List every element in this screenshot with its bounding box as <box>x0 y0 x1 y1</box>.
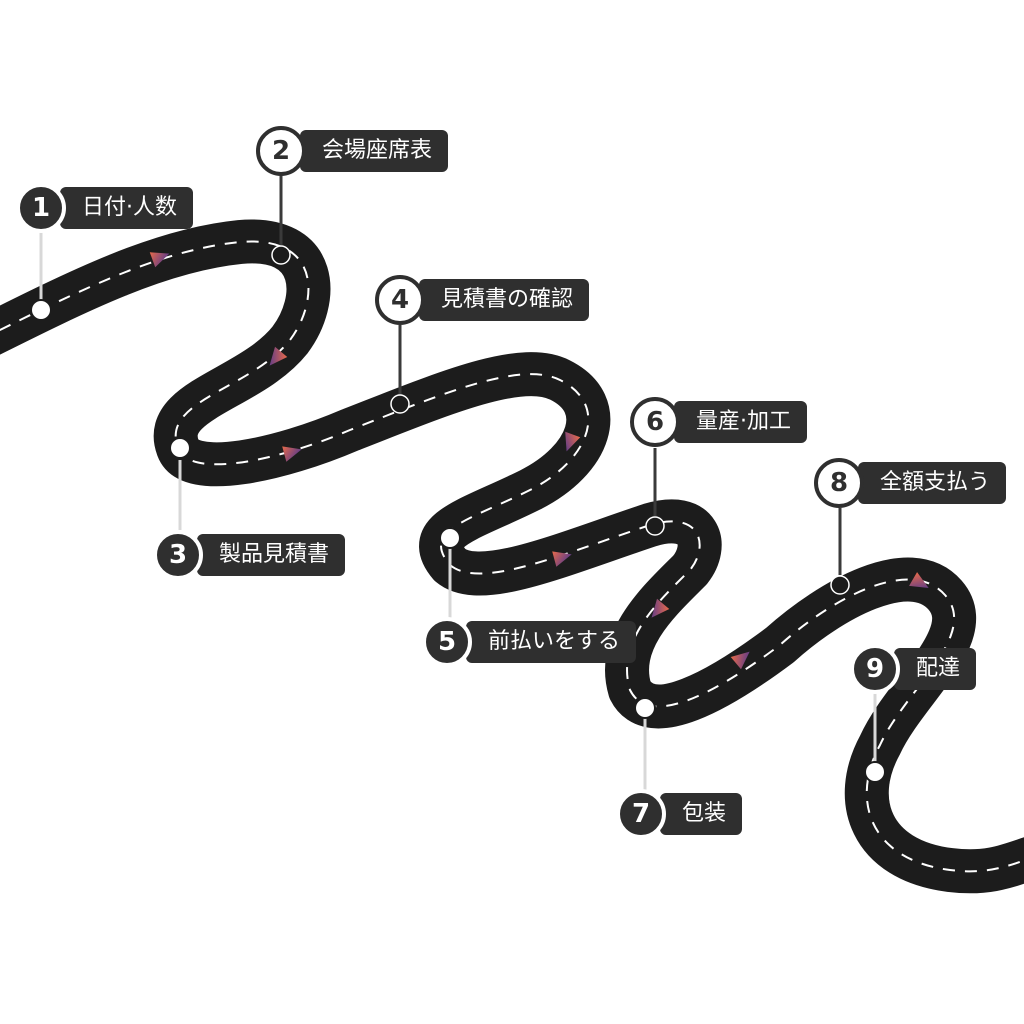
milestone-pin-9 <box>864 690 886 783</box>
step-6: 6 量産·加工 <box>630 397 818 447</box>
step-label: 前払いをする <box>466 621 637 663</box>
step-9: 9 配達 <box>850 644 1004 694</box>
step-number: 9 <box>850 644 900 694</box>
step-label: 見積書の確認 <box>419 279 590 321</box>
milestone-pin-2 <box>271 175 291 265</box>
step-label: 配達 <box>894 648 977 690</box>
step-3: 3 製品見積書 <box>153 530 361 580</box>
step-2: 2 会場座席表 <box>256 126 452 176</box>
step-number: 4 <box>375 275 425 325</box>
step-number: 5 <box>422 617 472 667</box>
direction-arrow-icon <box>909 572 929 588</box>
direction-arrow-icon <box>552 551 572 567</box>
step-label: 包装 <box>660 793 743 835</box>
step-label: 製品見積書 <box>197 534 346 576</box>
step-4: 4 見積書の確認 <box>375 275 603 325</box>
step-7: 7 包装 <box>616 789 776 839</box>
road-lane-marking <box>0 240 1024 873</box>
milestone-pin-8 <box>830 508 850 595</box>
direction-arrow-icon <box>282 446 302 462</box>
step-8: 8 全額支払う <box>814 458 1010 508</box>
step-label: 全額支払う <box>858 462 1007 504</box>
step-label: 日付·人数 <box>60 187 193 229</box>
step-label: 会場座席表 <box>300 130 449 172</box>
step-number: 6 <box>630 397 680 447</box>
step-number: 7 <box>616 789 666 839</box>
milestone-pin-5 <box>439 527 461 620</box>
direction-arrow-icon <box>651 598 670 618</box>
direction-arrow-icon <box>269 346 288 366</box>
step-number: 2 <box>256 126 306 176</box>
milestone-pin-3 <box>169 437 191 530</box>
step-number: 8 <box>814 458 864 508</box>
step-1: 1 日付·人数 <box>16 183 208 233</box>
milestone-pin-4 <box>390 325 410 414</box>
direction-arrow-icon <box>149 252 170 268</box>
step-number: 1 <box>16 183 66 233</box>
step-number: 3 <box>153 530 203 580</box>
direction-arrow-icon <box>565 431 581 452</box>
step-5: 5 前払いをする <box>422 617 644 667</box>
milestone-pin-6 <box>645 448 665 536</box>
step-label: 量産·加工 <box>674 401 807 443</box>
milestone-pin-7 <box>634 697 656 790</box>
direction-arrow-icon <box>730 651 750 670</box>
